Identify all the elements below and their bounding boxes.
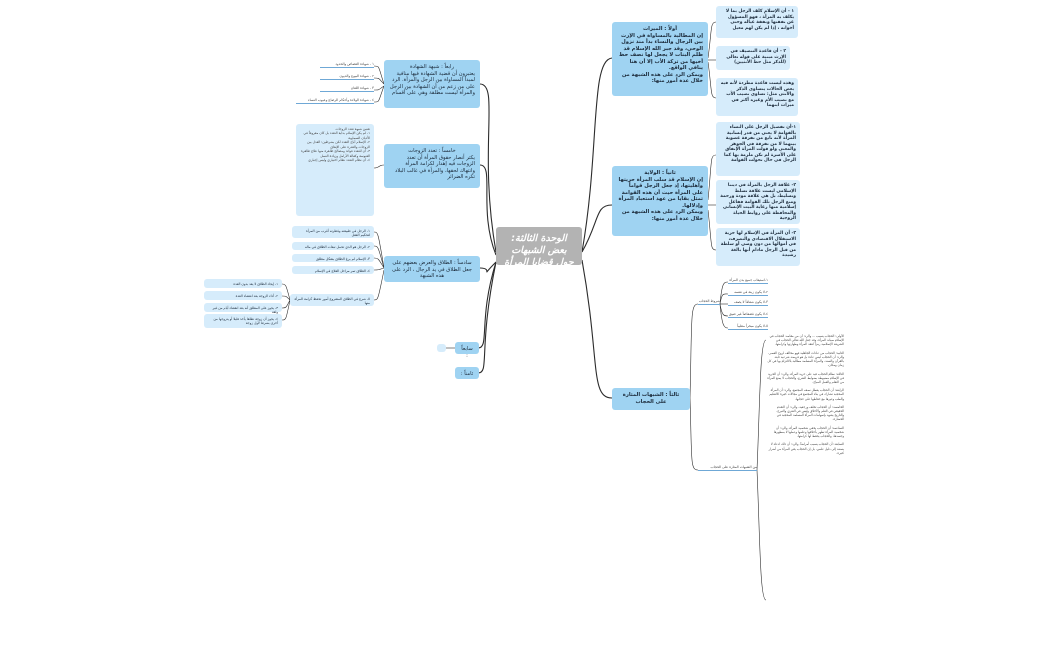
divorce-point-4[interactable]: ٤- الطلاق تمر مراحل العلاج في الإسلام <box>292 266 374 274</box>
link-root-branch8 <box>477 261 497 374</box>
divorce-point-1[interactable]: ١- الرجل في طبيعته وفطرته أقرب من المرأة… <box>292 226 374 238</box>
link-root-branch2 <box>581 204 613 253</box>
divorce-point-5[interactable]: ٥- شرع في الطلاق المشروع أمور تحفظ كرامة… <box>290 294 374 306</box>
guardianship-point-1[interactable]: ١-أن تفضيل الرجل على النساء بالقوامة لا … <box>716 122 800 176</box>
inheritance-point-3[interactable]: وهذه ليست قاعدة مطردة لأنه فيه بعض الحال… <box>716 78 798 116</box>
divorce-subpoint-4[interactable]: ٤- يجوز أن زوجة تطلقا يأخذ قليلا أو يتزو… <box>204 314 282 328</box>
branch-eighth[interactable]: ثامناً : <box>455 367 479 379</box>
hijab-objections-label[interactable]: من الشبهات المثارة على الحجاب <box>698 465 757 472</box>
guardianship-point-2[interactable]: ٢- علاقة الرجل بالمرأة في ديننا الإسلامي… <box>716 180 800 224</box>
branch-testimony[interactable]: رابعاً : شبهة الشهادة يعتبرون أن قضية ال… <box>384 60 480 108</box>
branch-divorce[interactable]: سادساً : الطلاق والعرض بعضهم على جعل الط… <box>384 256 480 282</box>
branch-polygamy[interactable]: خامساً : تعدد الزوجات يكثر أنصار حقوق ال… <box>384 144 480 188</box>
testimony-type-3[interactable]: ٣ - شهادة اللعان <box>320 86 374 93</box>
branch-seventh[interactable]: سابعاً : <box>455 342 479 359</box>
guardianship-point-3[interactable]: ٣- أن المرأة في الإسلام لها حرية الاستقل… <box>716 228 800 266</box>
link-root-branch4 <box>479 83 497 253</box>
link-root-branch1 <box>581 57 613 253</box>
hijab-condition-2[interactable]: ٢-لا يكون زينة في نفسه <box>728 290 768 297</box>
branch-testimony-body: يعتبرون أن قضية الشهادة فيها منافية لمبد… <box>389 70 475 97</box>
branch-guardianship-title: ثانياً : الولاية <box>644 170 676 176</box>
divorce-subpoint-1[interactable]: ١- إيجاد الطلاق لا يعد بدون العدة <box>204 279 282 288</box>
branch-guardianship[interactable]: ثانياً : الولاية إن الإسلام قد سلب المرأ… <box>612 166 708 236</box>
hijab-objections-text: الأولى: الحجاب يسبب ... والرد: أن من مقا… <box>767 334 844 455</box>
divorce-point-3[interactable]: ٣- الإسلام لم يرغ الطلاق بشكل مطلق <box>292 254 374 262</box>
branch-inheritance-body: إن المطالبة بالمساواة في الإرث بين الرجا… <box>619 32 703 85</box>
testimony-type-4[interactable]: ٤ - شهادة الولادة وأحكام الرضاع وعيوب ال… <box>296 98 374 105</box>
divorce-subpoint-3[interactable]: ٣- يجوز على المطلق أنه بعد انقضاء أيام م… <box>204 303 282 314</box>
branch-hijab[interactable]: ثالثاً : الشبهات المثارة على الحجاب <box>612 388 690 410</box>
hijab-conditions-label[interactable]: شروط الحجاب <box>698 299 720 306</box>
link-root-branch6 <box>479 261 497 273</box>
link-root-branch3 <box>581 259 613 399</box>
hijab-condition-3[interactable]: ٣-لا يكون شفافاً لا يصف <box>728 300 768 307</box>
link-root-branch7 <box>477 261 497 349</box>
branch-inheritance[interactable]: أولاً : الميراث إن المطالبة بالمساواة في… <box>612 22 708 96</box>
branch-polygamy-body: يكثر أنصار حقوق المرأة أن تعدد الزوجات ف… <box>395 154 475 181</box>
inheritance-point-2[interactable]: ٢ - أن قاعدة التنصيف في الإرث مبنية على … <box>716 46 790 70</box>
branch-testimony-title: رابعاً : شبهة الشهادة <box>410 64 454 70</box>
branch-inheritance-title: أولاً : الميراث <box>642 26 678 32</box>
testimony-type-1[interactable]: ١ - شهادة القصاص والحدود <box>320 62 374 69</box>
polygamy-rebuttal-list[interactable]: تقنين شبهة تعدد الزوجات ١- لم يكن الإسلا… <box>296 124 374 216</box>
branch-guardianship-body: إن الإسلام قد سلب المرأة حريتها وأهليتها… <box>618 176 704 222</box>
inheritance-point-1[interactable]: ١ - أن الإسلام كلف الرجل بما لا يكلف به … <box>716 6 798 38</box>
testimony-type-2[interactable]: ٢ - شهادة البيوع والديون <box>320 74 374 81</box>
hijab-condition-5[interactable]: ٥-لا يكون مبخراً مطيباً <box>728 324 768 331</box>
hijab-condition-4[interactable]: ٤-لا يكون فضفاضاً غير ضيق <box>728 312 768 319</box>
divorce-subpoint-2[interactable]: ٢- أداء الزوجة بعد انقضاء العدة <box>204 291 282 300</box>
link-root-branch5 <box>479 164 497 256</box>
branch-polygamy-title: خامساً : تعدد الزوجات <box>408 148 456 154</box>
divorce-point-2[interactable]: ٢- الرجل هو الذي تحمل تبعات الطلاق في ما… <box>292 242 374 250</box>
branch-seventh-child[interactable] <box>437 344 446 352</box>
root-topic[interactable]: الوحدة الثالثة: بعض الشبهات حول قضايا ال… <box>496 227 582 280</box>
hijab-condition-1[interactable]: ١-استيعاب جميع بدن المرأة <box>728 278 768 285</box>
